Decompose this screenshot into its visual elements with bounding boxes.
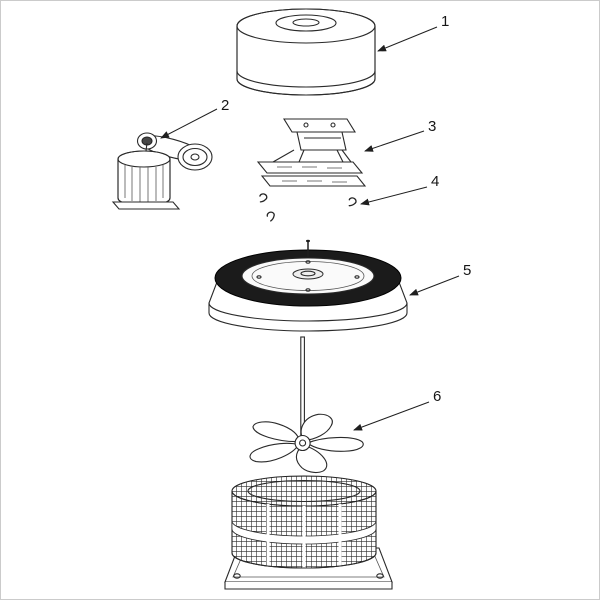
mount-rail-upper — [256, 161, 364, 174]
motor-body — [111, 150, 181, 210]
motor-base — [111, 201, 181, 210]
clip-3 — [346, 196, 358, 209]
part-1-dome-cover — [236, 8, 376, 96]
part-2-motor-drive-assembly — [111, 132, 213, 210]
callout-6-label: 6 — [433, 388, 441, 405]
callout-5-label: 5 — [463, 262, 471, 279]
guard-screen — [231, 475, 377, 569]
leader-line-6 — [353, 401, 430, 431]
leader-line-1 — [377, 26, 438, 52]
callout-2-label: 2 — [221, 97, 229, 114]
callout-4-label: 4 — [431, 173, 439, 190]
callout-3-label: 3 — [428, 118, 436, 135]
clip-1 — [257, 192, 269, 204]
leader-line-4 — [360, 186, 428, 206]
clip-2 — [265, 210, 277, 223]
callout-1-label: 1 — [441, 13, 449, 30]
part-6-propeller-shaft — [244, 336, 365, 474]
shroud-hub — [292, 268, 324, 280]
leader-line-2 — [160, 108, 218, 139]
part-3-motor-mount-bracket — [256, 118, 367, 187]
part-5-fan-shroud — [208, 239, 408, 332]
leader-line-3 — [364, 130, 425, 152]
part-4-retainer-clips — [257, 192, 358, 223]
callout-labels: 1 2 3 4 5 6 — [221, 13, 471, 405]
drive-sheave — [177, 143, 213, 171]
propeller-hub — [294, 434, 311, 452]
leader-line-5 — [409, 275, 460, 296]
leader-lines — [160, 26, 460, 431]
propeller-blades — [244, 412, 365, 473]
